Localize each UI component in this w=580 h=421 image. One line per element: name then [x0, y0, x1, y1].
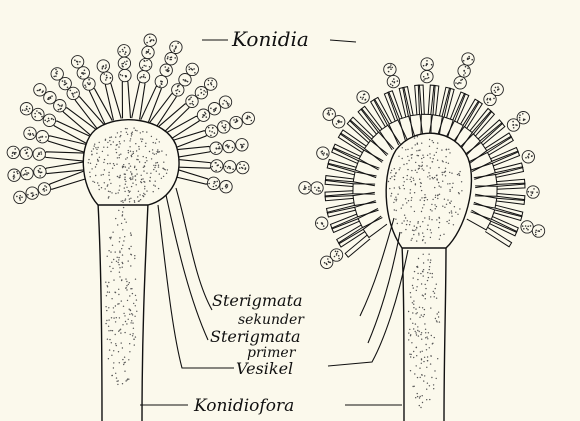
- conidium: [521, 221, 533, 233]
- primary-sterigma: [467, 210, 491, 230]
- label-konidia: Konidia: [231, 27, 309, 51]
- left-vesicle: [83, 120, 179, 205]
- secondary-sterigma: [491, 148, 519, 164]
- konidia-leader-right: [330, 40, 356, 42]
- sterigma: [54, 121, 91, 144]
- conidium: [32, 108, 44, 120]
- conidium: [219, 96, 231, 108]
- conidium: [242, 112, 254, 124]
- primary-sterigma: [355, 201, 379, 217]
- conidium: [421, 70, 433, 82]
- conidium: [384, 63, 396, 75]
- left-conidiophore-stalk: [98, 203, 148, 421]
- sterigma: [45, 162, 85, 174]
- sterigma: [105, 82, 121, 120]
- sterigma: [47, 136, 87, 153]
- label-vesikel: Vesikel: [236, 359, 293, 378]
- sterigmata-sekunder-leader-left: [176, 188, 212, 310]
- vesikel-leader-right: [328, 250, 408, 366]
- sterigmata-primer-leader-right: [368, 232, 400, 343]
- conidium: [118, 45, 130, 57]
- conidium: [311, 182, 323, 194]
- sterigma: [122, 80, 130, 118]
- secondary-sterigma: [384, 92, 399, 121]
- label-konidiofora: Konidiofora: [193, 396, 294, 416]
- primary-sterigma: [363, 216, 387, 238]
- primary-sterigma: [471, 163, 495, 179]
- label-sterigmata-sekunder-2: sekunder: [238, 312, 305, 328]
- sterigma: [90, 88, 113, 124]
- conidium: [140, 58, 152, 70]
- primary-sterigma: [380, 125, 401, 150]
- left-conidiophore: [7, 34, 254, 421]
- label-sterigmata-primer-1: Sterigmata: [210, 327, 301, 346]
- sterigma: [44, 152, 84, 161]
- label-sterigmata-sekunder-1: Sterigmata: [212, 291, 303, 310]
- secondary-sterigma: [485, 227, 511, 246]
- secondary-sterigma: [332, 217, 360, 233]
- conidium: [118, 57, 130, 69]
- right-vesicle: [386, 133, 471, 248]
